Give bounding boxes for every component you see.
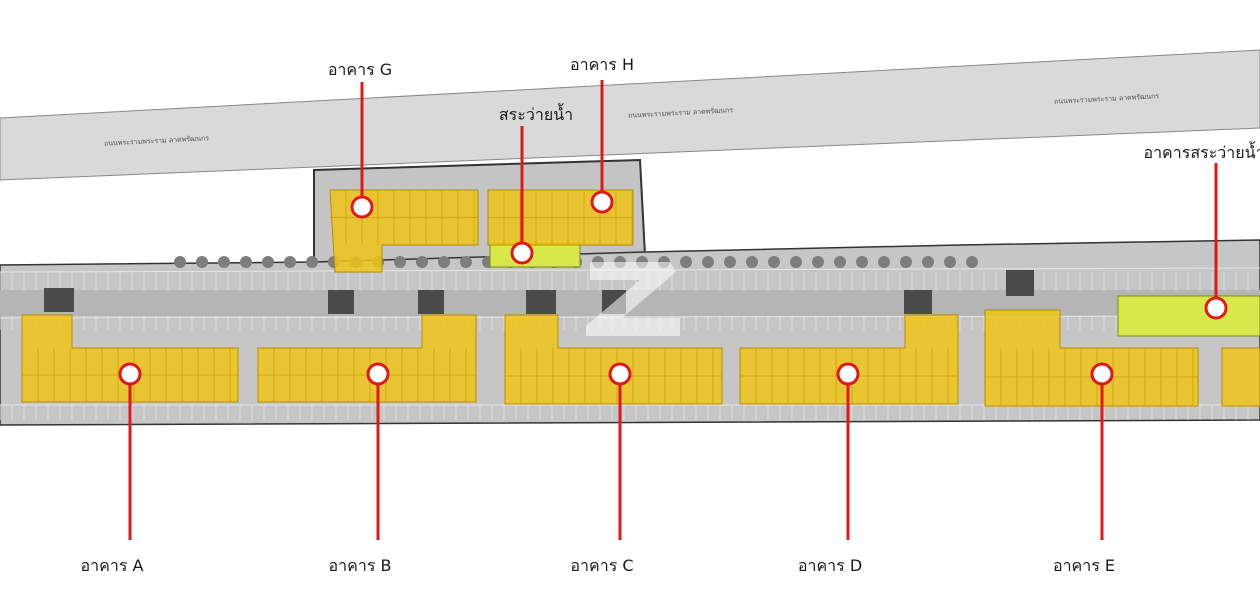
main-road [0, 49, 1260, 181]
tree-icon [966, 256, 978, 268]
tree-icon [174, 256, 186, 268]
marker-pool-building [1204, 296, 1228, 320]
tree-icon [218, 256, 230, 268]
building-a-footprint [21, 314, 239, 403]
tree-icon [240, 256, 252, 268]
tree-icon [394, 256, 406, 268]
marker-dots [118, 190, 1228, 386]
tree-icon [416, 256, 428, 268]
label-building-g: อาคาร G [327, 60, 393, 79]
tree-icon [724, 256, 736, 268]
marker-e [1090, 362, 1114, 386]
tree-icon [702, 256, 714, 268]
label-building-a: อาคาร A [80, 556, 144, 575]
tree-icon [768, 256, 780, 268]
label-building-c: อาคาร C [570, 556, 634, 575]
marker-lines [128, 80, 1218, 540]
tree-icon [438, 256, 450, 268]
tree-icon [856, 256, 868, 268]
label-pool-building: อาคารสระว่ายน้ำ [1143, 143, 1260, 162]
tree-icon [922, 256, 934, 268]
tree-icon [460, 256, 472, 268]
tree-icon [900, 256, 912, 268]
pool-area [489, 242, 581, 268]
marker-h [590, 190, 614, 214]
tree-icon [790, 256, 802, 268]
tree-icon [680, 256, 692, 268]
marker-c [608, 362, 632, 386]
tree-icon [284, 256, 296, 268]
marker-b [366, 362, 390, 386]
watermark-logo [586, 262, 680, 336]
tree-icon [262, 256, 274, 268]
label-building-b: อาคาร B [328, 556, 392, 575]
tree-icon [196, 256, 208, 268]
label-building-h: อาคาร H [570, 55, 634, 74]
marker-pool [510, 241, 534, 265]
tree-icon [746, 256, 758, 268]
label-pool: สระว่ายน้ำ [498, 105, 574, 124]
unit-divisions [22, 190, 1198, 406]
tree-icon [812, 256, 824, 268]
building-footprints [21, 189, 1260, 407]
marker-a [118, 362, 142, 386]
building-b-footprint [257, 314, 477, 403]
label-building-d: อาคาร D [797, 556, 863, 575]
tree-icon [834, 256, 846, 268]
tree-icon [878, 256, 890, 268]
marker-g [350, 195, 374, 219]
pool-building-area [1117, 295, 1260, 337]
label-building-e: อาคาร E [1052, 556, 1116, 575]
building-f-footprint [1221, 347, 1260, 407]
building-d-footprint [739, 314, 959, 405]
building-c-footprint [504, 314, 723, 405]
marker-d [836, 362, 860, 386]
tree-icon [306, 256, 318, 268]
tree-icon [944, 256, 956, 268]
